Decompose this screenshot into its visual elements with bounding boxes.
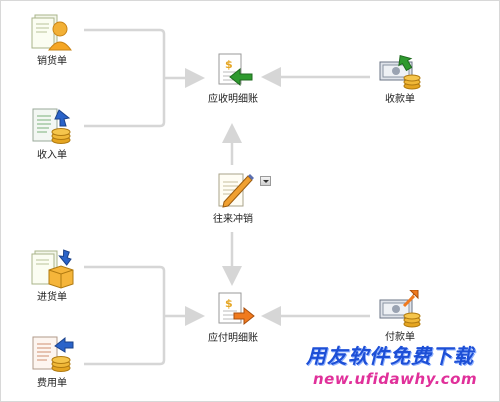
payable-ledger-node[interactable]: $ 应付明细账 [200,291,266,345]
payment-order-label: 付款单 [385,332,415,343]
connector-purchase-to-payable [84,265,166,366]
receipt-order-label: 收款单 [385,94,415,105]
watermark-url: new.ufidawhy.com [313,370,478,388]
document-with-coins-icon [32,108,71,144]
sales-order-label: 销货单 [37,56,67,67]
connector-sales-to-receivable [84,28,166,128]
receipt-order-node[interactable]: 收款单 [370,52,430,106]
offset-dropdown-button[interactable] [260,176,271,186]
ledger-dollar-arrow-out-icon: $ [218,292,255,326]
document-with-box-icon [31,249,74,289]
svg-text:$: $ [225,58,233,71]
offset-node[interactable]: 往来冲销 [203,170,263,226]
purchase-order-label: 进货单 [37,292,67,303]
income-order-node[interactable]: 收入单 [22,106,82,162]
payable-ledger-label: 应付明细账 [208,333,258,344]
expense-order-label: 费用单 [37,378,67,389]
expense-order-node[interactable]: 费用单 [22,334,82,390]
cash-arrow-out-icon [379,290,421,328]
income-order-label: 收入单 [37,150,67,161]
chevron-down-icon [263,180,269,183]
receivable-ledger-node[interactable]: $ 应收明细账 [200,52,266,106]
receivable-ledger-label: 应收明细账 [208,94,258,105]
svg-text:$: $ [225,297,233,310]
document-pen-icon [218,173,254,208]
payment-order-node[interactable]: 付款单 [370,290,430,344]
document-with-coins-icon [32,336,74,372]
sales-order-node[interactable]: 销货单 [22,12,82,68]
purchase-order-node[interactable]: 进货单 [22,248,82,304]
cash-arrow-in-icon [379,54,421,90]
document-with-user-icon [31,14,72,51]
offset-label: 往来冲销 [213,214,253,225]
watermark-title: 用友软件免费下载 [306,344,474,368]
ledger-dollar-arrow-in-icon: $ [218,53,253,87]
